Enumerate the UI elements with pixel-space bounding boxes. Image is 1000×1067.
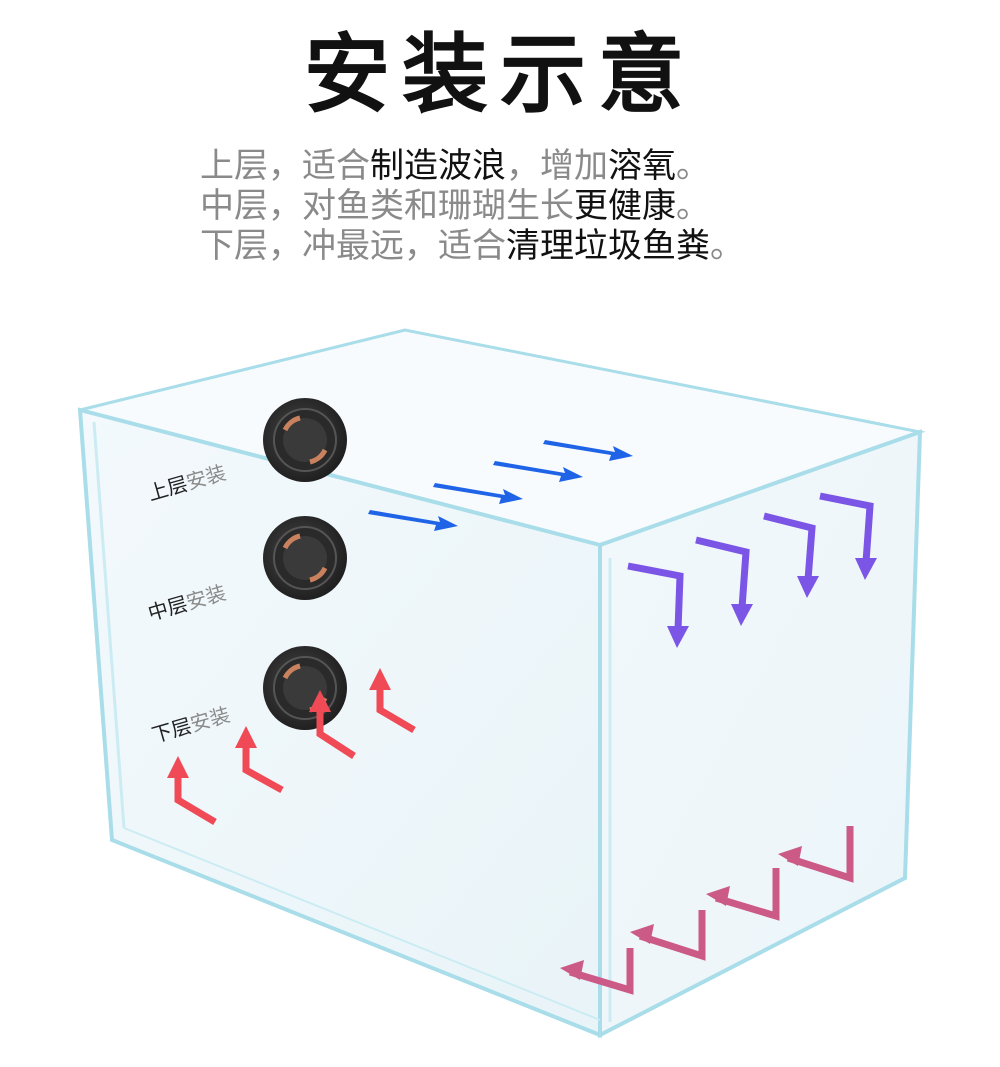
page-title: 安装示意	[304, 25, 696, 125]
red-arrow	[316, 710, 356, 759]
blue-arrow	[543, 440, 633, 461]
pink-arrow	[638, 910, 706, 961]
purple-flow-arrows	[627, 492, 874, 631]
pink-flow-arrows	[568, 826, 854, 995]
red-arrow	[174, 776, 217, 826]
red-flow-arrows	[174, 688, 416, 826]
red-arrow	[242, 746, 284, 794]
aquarium-tank	[77, 328, 926, 1039]
description: 上层，适合制造波浪，增加溶氧。 中层，对鱼类和珊瑚生长更健康。 下层，冲最远，适…	[200, 146, 900, 266]
description-line-lower: 下层，冲最远，适合清理垃圾鱼粪。	[200, 226, 744, 266]
pump-lower	[263, 646, 347, 730]
aquarium-illustration	[77, 328, 926, 1039]
description-line-upper: 上层，适合制造波浪，增加溶氧。	[200, 146, 710, 186]
purple-arrow-heads	[667, 558, 877, 648]
pump-upper	[263, 398, 347, 482]
description-line-middle: 中层，对鱼类和珊瑚生长更健康。	[200, 186, 710, 226]
blue-arrow	[433, 483, 523, 504]
red-arrow	[376, 688, 416, 734]
pink-arrow-heads	[560, 846, 802, 980]
blue-arrow	[493, 461, 583, 482]
purple-arrow	[695, 536, 750, 609]
purple-arrow	[819, 492, 874, 563]
pink-arrow	[714, 868, 780, 921]
blue-arrow	[368, 510, 458, 531]
pump-middle	[263, 516, 347, 600]
aquarium-scene: 上层安装 中层安装 下层安装	[0, 300, 1000, 1067]
pink-arrow	[568, 948, 634, 995]
purple-arrow	[763, 512, 816, 581]
blue-flow-arrows	[368, 440, 633, 531]
purple-arrow	[627, 562, 684, 631]
pink-arrow	[786, 826, 854, 883]
red-arrow-heads	[167, 668, 391, 778]
